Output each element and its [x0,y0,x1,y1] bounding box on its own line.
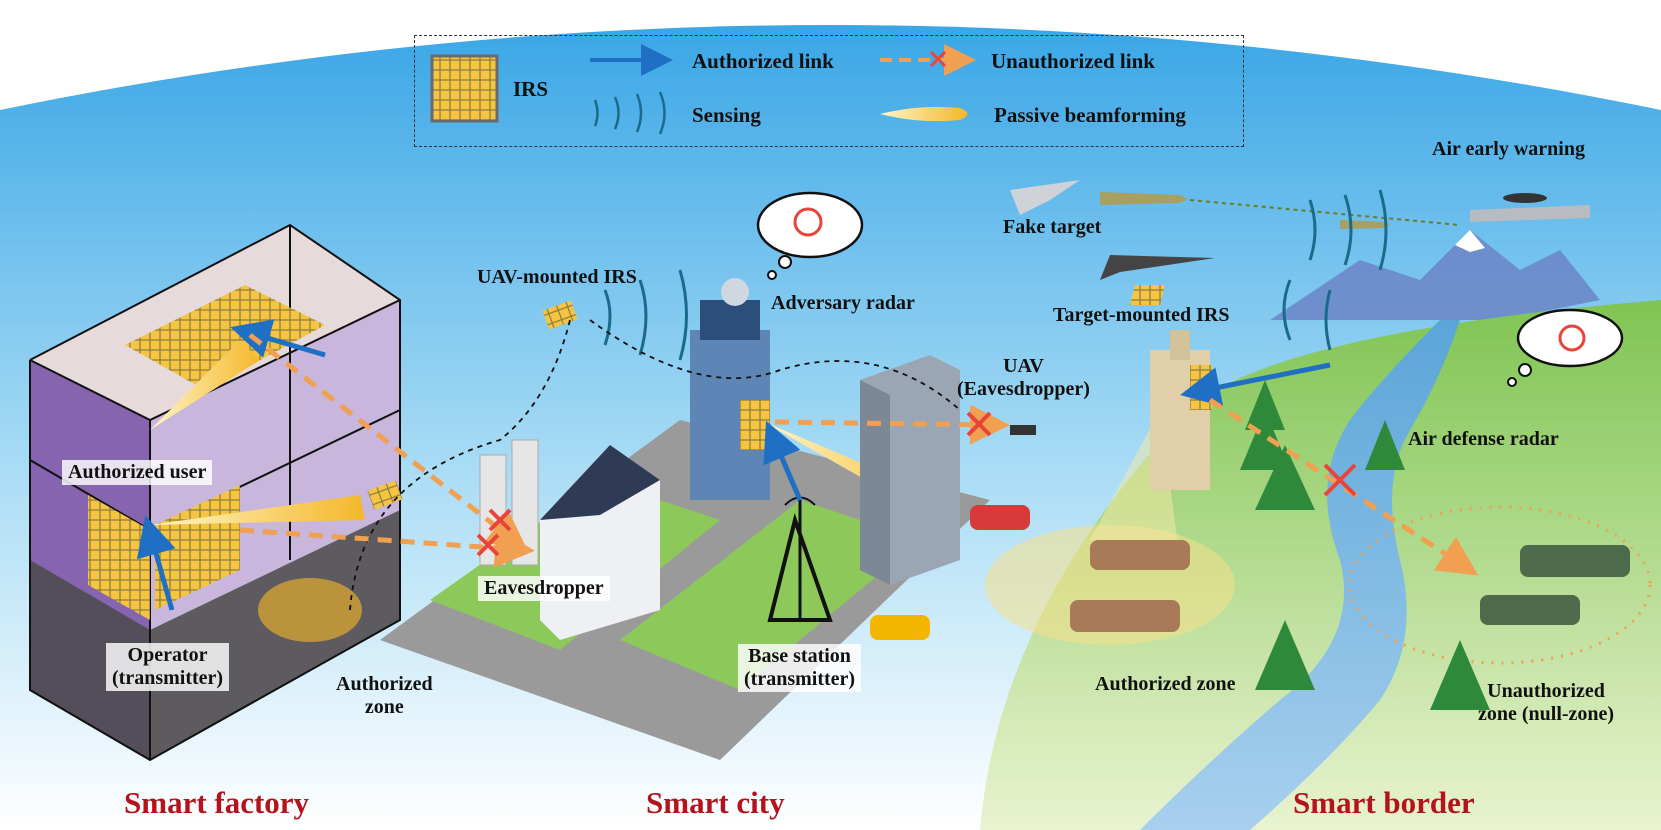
mountain-snow [1455,230,1485,252]
section-title-city: Smart city [646,785,785,820]
label-authorized-zone-factory: Authorized zone [336,673,433,718]
blocked-icon [793,207,823,237]
label-base-station: Base station (transmitter) [738,644,862,692]
legend-irs-label: IRS [513,77,549,101]
radar-thought-bubble [756,191,864,259]
tower-irs-icon [740,400,770,450]
label-uav-mounted-irs: UAV-mounted IRS [477,266,637,288]
label-uav-eavesdropper: UAV (Eavesdropper) [957,355,1090,400]
label-authorized-zone-border: Authorized zone [1095,673,1236,695]
legend-box [414,35,1244,147]
beam-factory-ceiling [150,340,260,430]
tree-icon [1240,380,1490,710]
border-grassland [980,300,1661,830]
factory-zone-ellipse [258,578,362,642]
legend-sensing-icon [593,91,666,135]
unauthorized-zone-ring [1348,505,1652,665]
authorized-links [136,319,1331,611]
label-air-early-warning: Air early warning [1432,138,1585,160]
unauthorized-links [239,333,1479,576]
legend-irs-icon [430,54,499,123]
uav-trajectory [349,319,571,611]
label-air-defense-radar: Air defense radar [1408,428,1559,450]
legend-unauthorized-label: Unauthorized link [991,49,1155,73]
section-title-border: Smart border [1293,785,1475,820]
beam-factory-wall [150,495,365,525]
legend-authorized-label: Authorized link [692,49,834,73]
label-adversary-radar: Adversary radar [771,292,915,314]
aircraft-icon [1010,180,1590,222]
car-icon [870,505,1030,640]
label-target-mounted-irs: Target-mounted IRS [1053,304,1230,326]
radar-dish-icon [721,278,749,306]
mountain-range [1270,230,1600,320]
legend-sensing-label: Sensing [692,103,761,127]
tank-icon [1070,540,1190,632]
legend-beam-icon [880,106,968,122]
sensing-waves [603,189,1388,361]
fighter-jet-icon [1100,255,1215,305]
blocked-icon-2 [1558,324,1586,352]
legend-beam-label: Passive beamforming [994,103,1186,127]
border-watchtower [1150,330,1212,490]
office-building [860,355,960,585]
uav-trajectory-2 [589,319,961,411]
factory-wall-irs-icon [88,495,150,620]
label-unauthorized-zone: Unauthorized zone (null-zone) [1478,680,1615,725]
label-authorized-user: Authorized user [62,460,213,485]
factory-ceiling-irs-icon [125,285,325,390]
skyscraper-tower [690,278,770,500]
missile-guidance-line [1189,199,1461,226]
factory-building [29,223,401,762]
label-operator: Operator (transmitter) [106,643,230,691]
air-defense-thought-bubble [1516,308,1624,368]
legend-cross-icon [929,50,947,68]
label-eavesdropper: Eavesdropper [478,576,610,601]
cross-icon [476,411,1357,557]
label-fake-target: Fake target [1003,216,1102,238]
city-park-right [620,500,920,690]
missile-icon [1100,192,1390,229]
section-title-factory: Smart factory [124,785,310,820]
enemy-tank-icon [1480,545,1630,625]
